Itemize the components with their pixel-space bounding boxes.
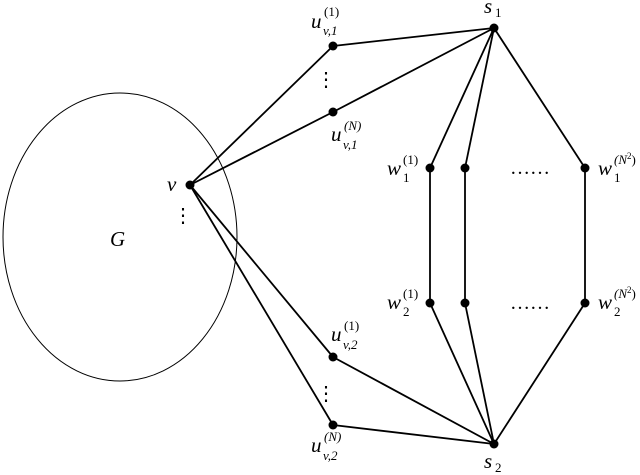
- svg-text:s: s: [484, 0, 492, 18]
- vertex-s2: [489, 439, 499, 449]
- svg-text:v,2: v,2: [343, 337, 358, 352]
- ellipsis-v: ⋮: [173, 205, 193, 227]
- ellipsis-u-v2: ⋮: [316, 383, 336, 405]
- svg-text:v,1: v,1: [323, 23, 338, 38]
- svg-text:s: s: [484, 449, 492, 473]
- region-g-ellipse: [2, 92, 238, 382]
- vertex-u-v1-first-label: u (1) v,1: [311, 4, 339, 38]
- ellipsis-u-v1: ⋮: [316, 69, 336, 91]
- svg-text:(1): (1): [403, 286, 418, 301]
- vertex-w2-first-label: w (1) 2: [387, 286, 418, 319]
- vertex-w2-second: [460, 298, 470, 308]
- edge-v-uN-1: [189, 111, 334, 186]
- edge-w2-second-s2: [464, 302, 495, 445]
- vertices: [185, 23, 590, 449]
- edge-s1-w1-last: [493, 27, 586, 169]
- svg-text:(1): (1): [344, 318, 359, 333]
- vertex-u-v2-last-label: u (N) v,2: [311, 429, 341, 463]
- svg-text:u: u: [331, 122, 342, 146]
- edge-uN-2-s2: [332, 424, 495, 445]
- edge-s1-w1-first: [429, 27, 495, 169]
- svg-text:(N): (N): [324, 429, 341, 444]
- vertex-w1-last: [580, 163, 590, 173]
- vertex-w2-last-label: w (N2) 2: [598, 285, 636, 319]
- edge-v-u1-2: [189, 184, 334, 358]
- svg-text:(N2): (N2): [614, 151, 636, 167]
- vertex-u-v1-last-label: u (N) v,1: [331, 118, 361, 152]
- svg-text:2: 2: [403, 304, 410, 319]
- vertex-s1-label: s 1: [484, 0, 502, 20]
- vertex-w2-first: [425, 298, 435, 308]
- vertex-s1: [489, 23, 499, 33]
- svg-text:2: 2: [614, 304, 621, 319]
- svg-text:w: w: [598, 156, 612, 180]
- svg-text:w: w: [387, 156, 401, 180]
- vertex-w1-second: [460, 163, 470, 173]
- vertex-w1-first: [425, 163, 435, 173]
- vertex-w1-first-label: w (1) 1: [387, 152, 418, 185]
- vertex-u-v1-last: [328, 107, 338, 117]
- vertex-s2-label: s 2: [484, 449, 502, 475]
- vertex-u-v1-first: [328, 41, 338, 51]
- svg-text:w: w: [598, 290, 612, 314]
- edge-u1-1-s1: [332, 27, 495, 47]
- svg-text:v,1: v,1: [343, 137, 358, 152]
- svg-text:u: u: [331, 322, 342, 346]
- edge-s1-w1-second: [464, 27, 495, 169]
- vertex-u-v2-last: [328, 420, 338, 430]
- dots-w1-row: ……: [510, 157, 550, 179]
- edge-u1-2-s2: [332, 356, 495, 445]
- edges: [189, 27, 586, 445]
- vertex-u-v2-first-label: u (1) v,2: [331, 318, 359, 352]
- vertex-w1-last-label: w (N2) 1: [598, 151, 636, 185]
- edge-v-uN-2: [189, 184, 334, 426]
- edge-uN-1-s1: [332, 27, 495, 113]
- svg-text:w: w: [387, 290, 401, 314]
- svg-text:1: 1: [403, 170, 410, 185]
- svg-text:v,2: v,2: [323, 448, 338, 463]
- vertex-w2-last: [580, 298, 590, 308]
- svg-text:1: 1: [495, 5, 502, 20]
- edge-w2-first-s2: [429, 302, 495, 445]
- svg-text:u: u: [311, 9, 322, 33]
- svg-text:(N): (N): [344, 118, 361, 133]
- edge-v-u1-1: [189, 45, 334, 186]
- dots-w2-row: ……: [510, 292, 550, 314]
- edge-w2-last-s2: [493, 302, 586, 445]
- region-g-label: G: [110, 227, 125, 251]
- vertex-v: [185, 180, 195, 190]
- svg-text:1: 1: [614, 170, 621, 185]
- vertex-u-v2-first: [328, 352, 338, 362]
- svg-text:(1): (1): [403, 152, 418, 167]
- vertex-v-label: v: [167, 172, 177, 196]
- svg-text:u: u: [311, 433, 322, 457]
- svg-text:(1): (1): [324, 4, 339, 19]
- svg-text:2: 2: [495, 460, 502, 475]
- svg-text:(N2): (N2): [614, 285, 636, 301]
